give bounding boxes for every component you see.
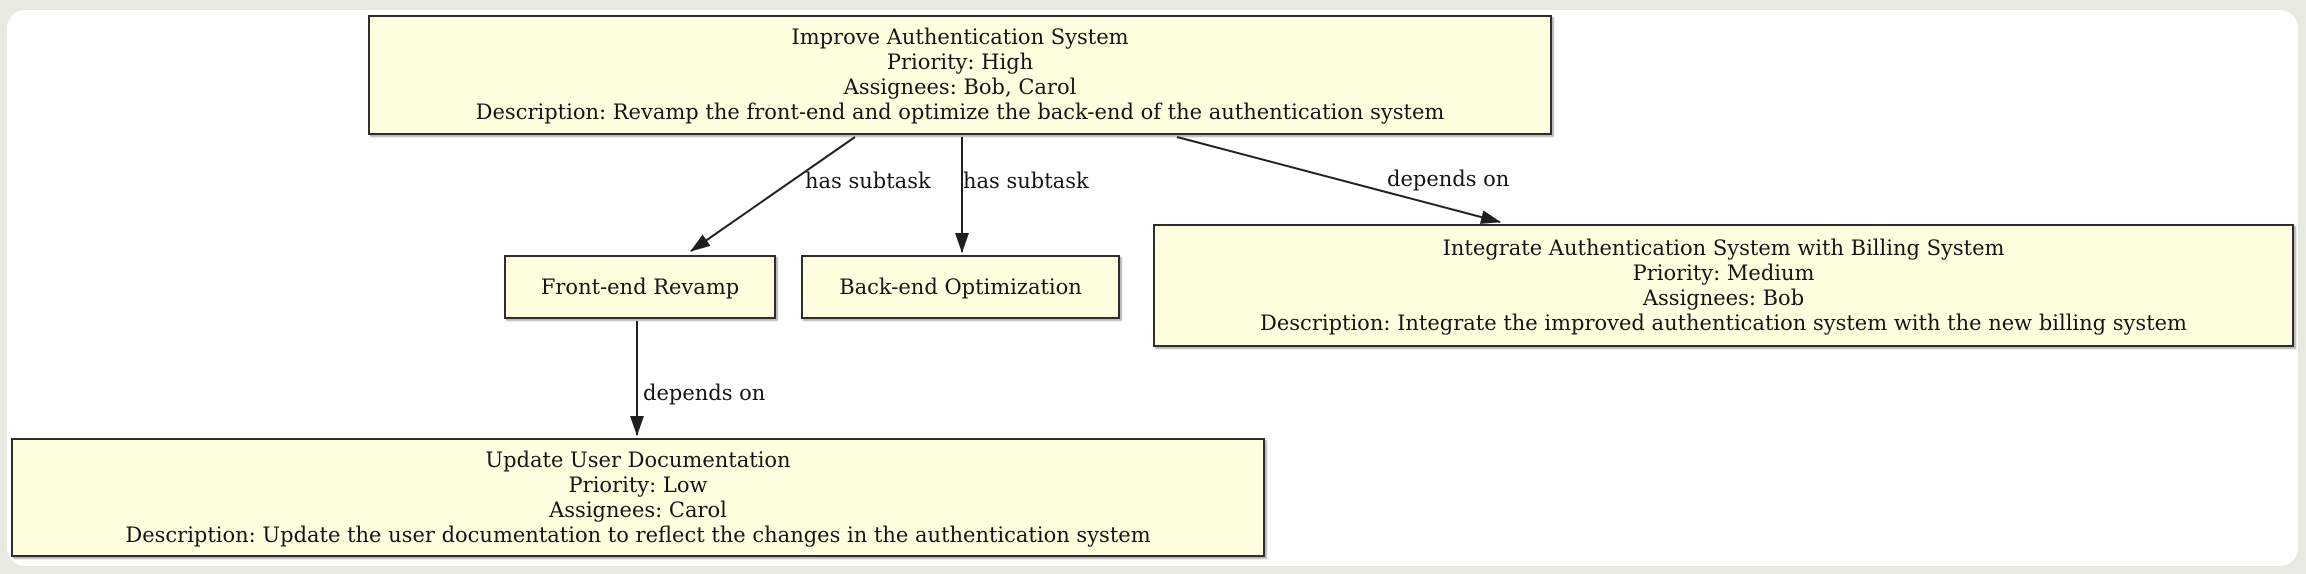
task-priority: Priority: High — [886, 50, 1034, 74]
edge-label-depends-on-integrate: depends on — [1387, 167, 1510, 191]
task-assignees: Assignees: Bob — [1642, 285, 1805, 310]
task-description: Description: Integrate the improved auth… — [1260, 310, 2187, 335]
task-title: Front-end Revamp — [540, 274, 740, 299]
task-title: Improve Authentication System — [791, 25, 1129, 49]
task-title: Back-end Optimization — [839, 274, 1082, 299]
task-assignees: Assignees: Bob, Carol — [843, 75, 1077, 99]
edge-label-depends-on-update-docs: depends on — [643, 381, 766, 405]
task-title: Integrate Authentication System with Bil… — [1442, 235, 2005, 260]
edge-label-has-subtask-frontend: has subtask — [805, 169, 931, 193]
task-node-update-user-documentation: Update User Documentation Priority: Low … — [11, 438, 1265, 557]
edge-label-has-subtask-backend: has subtask — [963, 169, 1089, 193]
task-node-front-end-revamp: Front-end Revamp — [504, 255, 776, 319]
task-node-improve-authentication-system: Improve Authentication System Priority: … — [368, 15, 1552, 135]
task-node-back-end-optimization: Back-end Optimization — [801, 255, 1120, 319]
task-description: Description: Update the user documentati… — [125, 522, 1151, 547]
task-assignees: Assignees: Carol — [549, 497, 727, 522]
task-title: Update User Documentation — [485, 447, 791, 472]
task-node-integrate-billing-system: Integrate Authentication System with Bil… — [1153, 224, 2294, 347]
task-priority: Priority: Low — [568, 472, 708, 497]
task-priority: Priority: Medium — [1632, 260, 1815, 285]
task-description: Description: Revamp the front-end and op… — [475, 100, 1445, 124]
